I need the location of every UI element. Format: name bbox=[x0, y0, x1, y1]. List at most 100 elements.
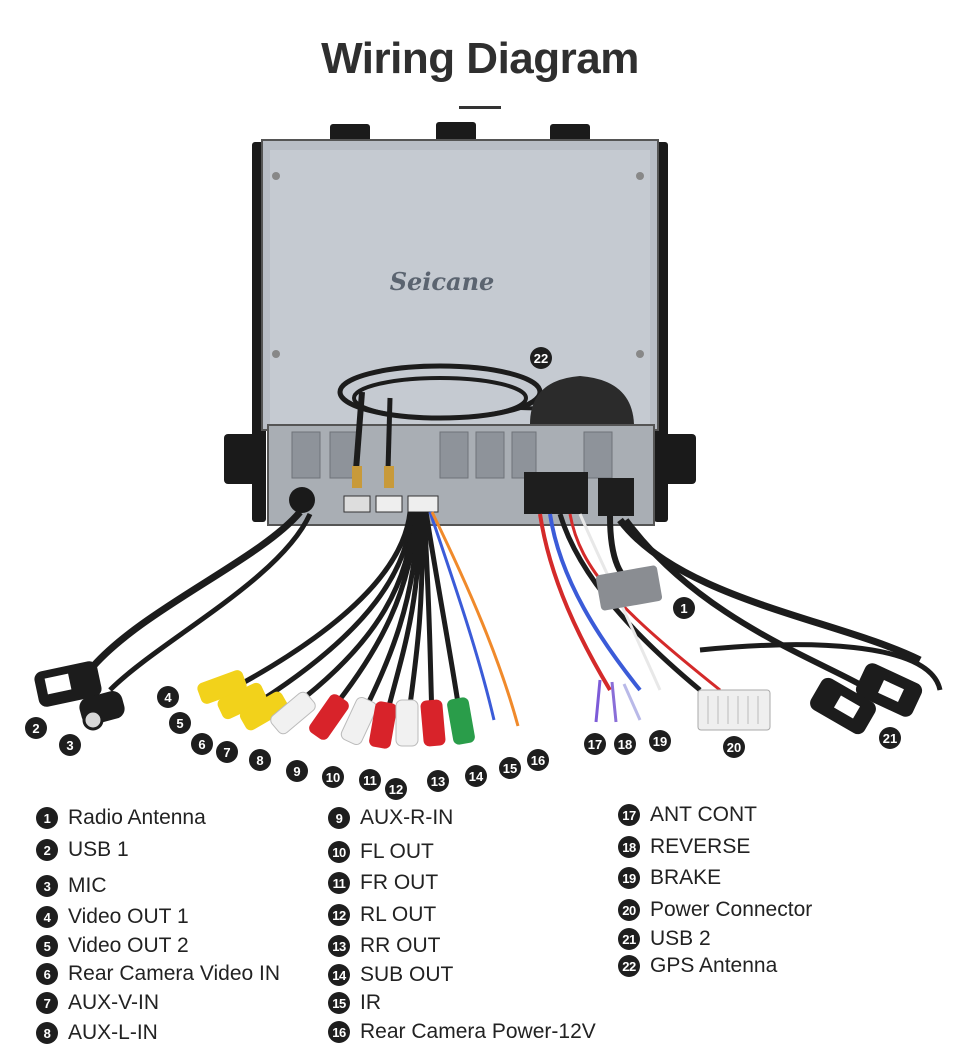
callout-4: 4 bbox=[157, 686, 179, 708]
svg-text:6: 6 bbox=[198, 737, 205, 752]
legend-label: AUX-V-IN bbox=[68, 991, 160, 1014]
legend-badge: 10 bbox=[328, 841, 350, 863]
legend-label: USB 1 bbox=[68, 838, 129, 861]
legend-badge: 11 bbox=[328, 872, 350, 894]
svg-text:2: 2 bbox=[32, 721, 39, 736]
svg-text:22: 22 bbox=[534, 351, 548, 366]
svg-text:4: 4 bbox=[164, 690, 172, 705]
legend-badge: 13 bbox=[328, 935, 350, 957]
callout-14: 14 bbox=[465, 765, 487, 787]
legend-item-1: 1 Radio Antenna bbox=[36, 804, 206, 832]
legend-label: USB 2 bbox=[650, 927, 711, 950]
svg-text:17: 17 bbox=[588, 737, 602, 752]
svg-text:11: 11 bbox=[363, 773, 377, 788]
gps-antenna-puck bbox=[530, 376, 634, 424]
svg-text:7: 7 bbox=[223, 745, 230, 760]
legend-item-10: 10 FL OUT bbox=[328, 838, 434, 866]
callout-8: 8 bbox=[249, 749, 271, 771]
legend-badge: 17 bbox=[618, 804, 640, 826]
svg-text:10: 10 bbox=[326, 770, 340, 785]
legend-label: Power Connector bbox=[650, 898, 813, 921]
legend-badge: 6 bbox=[36, 963, 58, 985]
title-underline bbox=[459, 106, 501, 109]
legend-label: AUX-L-IN bbox=[68, 1021, 158, 1044]
legend-label: RL OUT bbox=[360, 903, 437, 926]
legend-badge: 21 bbox=[618, 928, 640, 950]
legend-item-15: 15 IR bbox=[328, 989, 381, 1017]
legend-badge: 1 bbox=[36, 807, 58, 829]
legend-item-8: 8 AUX-L-IN bbox=[36, 1019, 158, 1047]
legend-badge: 14 bbox=[328, 964, 350, 986]
callout-5: 5 bbox=[169, 712, 191, 734]
legend-badge: 2 bbox=[36, 839, 58, 861]
legend-badge: 3 bbox=[36, 875, 58, 897]
legend-label: BRAKE bbox=[650, 866, 722, 889]
callout-7: 7 bbox=[216, 741, 238, 763]
legend-item-22: 22 GPS Antenna bbox=[618, 952, 777, 980]
legend-badge: 19 bbox=[618, 867, 640, 889]
callout-11: 11 bbox=[359, 769, 381, 791]
legend-item-18: 18 REVERSE bbox=[618, 833, 750, 861]
svg-text:12: 12 bbox=[389, 782, 403, 797]
svg-text:13: 13 bbox=[431, 774, 445, 789]
legend-label: GPS Antenna bbox=[650, 954, 778, 977]
legend-badge: 20 bbox=[618, 899, 640, 921]
legend-badge: 22 bbox=[618, 955, 640, 977]
svg-text:5: 5 bbox=[176, 716, 183, 731]
legend-item-19: 19 BRAKE bbox=[618, 864, 721, 892]
legend-label: Radio Antenna bbox=[68, 806, 206, 829]
legend-item-5: 5 Video OUT 2 bbox=[36, 932, 189, 960]
callout-15: 15 bbox=[499, 757, 521, 779]
svg-text:18: 18 bbox=[618, 737, 632, 752]
legend-item-17: 17 ANT CONT bbox=[618, 801, 757, 829]
svg-text:20: 20 bbox=[727, 740, 741, 755]
legend-item-14: 14 SUB OUT bbox=[328, 961, 453, 989]
callout-12: 12 bbox=[385, 778, 407, 800]
seicane-logo: Seicane bbox=[390, 267, 495, 296]
page-title: Wiring Diagram bbox=[321, 34, 639, 83]
callout-21: 21 bbox=[879, 727, 901, 749]
legend-badge: 18 bbox=[618, 836, 640, 858]
legend-label: RR OUT bbox=[360, 934, 441, 957]
legend-label: FL OUT bbox=[360, 840, 434, 863]
svg-text:1: 1 bbox=[680, 601, 687, 616]
callout-13: 13 bbox=[427, 770, 449, 792]
legend-label: FR OUT bbox=[360, 871, 439, 894]
wiring-illustration: Seicane bbox=[25, 122, 943, 800]
legend-item-9: 9 AUX-R-IN bbox=[328, 804, 453, 832]
legend-item-13: 13 RR OUT bbox=[328, 932, 441, 960]
callouts: 1 2 3 4 5 6 7 8 9 10 11 12 13 14 15 16 1… bbox=[25, 347, 901, 800]
legend-item-20: 20 Power Connector bbox=[618, 896, 812, 924]
legend-item-7: 7 AUX-V-IN bbox=[36, 989, 159, 1017]
legend-label: ANT CONT bbox=[650, 803, 757, 826]
svg-text:16: 16 bbox=[531, 753, 545, 768]
legend-label: MIC bbox=[68, 874, 107, 897]
callout-9: 9 bbox=[286, 760, 308, 782]
legend-item-6: 6 Rear Camera Video IN bbox=[36, 960, 280, 988]
legend-badge: 5 bbox=[36, 935, 58, 957]
legend-item-16: 16 Rear Camera Power-12V bbox=[328, 1018, 596, 1046]
legend-label: Video OUT 1 bbox=[68, 905, 189, 928]
callout-2: 2 bbox=[25, 717, 47, 739]
callout-1: 1 bbox=[673, 597, 695, 619]
callout-6: 6 bbox=[191, 733, 213, 755]
callout-22: 22 bbox=[530, 347, 552, 369]
legend-label: AUX-R-IN bbox=[360, 806, 454, 829]
svg-text:9: 9 bbox=[293, 764, 300, 779]
legend-badge: 7 bbox=[36, 992, 58, 1014]
legend-badge: 15 bbox=[328, 992, 350, 1014]
svg-text:15: 15 bbox=[503, 761, 517, 776]
legend-label: REVERSE bbox=[650, 835, 751, 858]
svg-text:19: 19 bbox=[653, 734, 667, 749]
legend-item-4: 4 Video OUT 1 bbox=[36, 903, 189, 931]
legend-badge: 4 bbox=[36, 906, 58, 928]
svg-text:14: 14 bbox=[469, 769, 484, 784]
legend-label: SUB OUT bbox=[360, 963, 454, 986]
legend-label: Rear Camera Video IN bbox=[68, 962, 281, 985]
radio-antenna-plug bbox=[595, 565, 663, 611]
callout-17: 17 bbox=[584, 733, 606, 755]
legend-label: Rear Camera Power-12V bbox=[360, 1020, 596, 1043]
svg-text:21: 21 bbox=[883, 731, 897, 746]
callout-19: 19 bbox=[649, 730, 671, 752]
legend-badge: 16 bbox=[328, 1021, 350, 1043]
